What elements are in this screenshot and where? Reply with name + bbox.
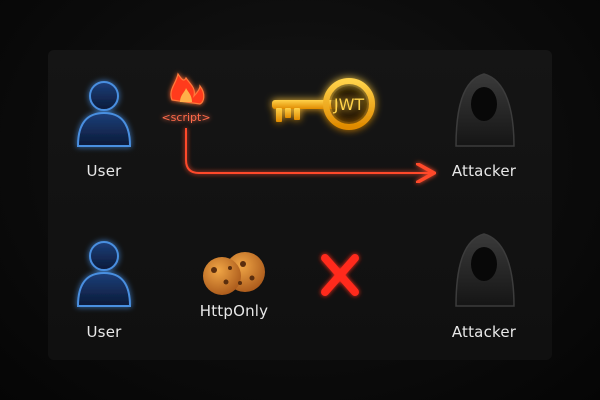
attacker-label-top: Attacker	[451, 162, 517, 180]
hooded-attacker-icon-bottom	[455, 233, 515, 307]
arrow-script-bypass-to-attacker	[185, 128, 432, 173]
fire-icon	[170, 72, 205, 105]
key-icon	[272, 78, 375, 130]
user-icon-top	[76, 81, 132, 147]
jwt-label: JWT	[333, 95, 365, 114]
attacker-label-bottom: Attacker	[451, 323, 517, 341]
script-tag-label: <script>	[161, 111, 210, 124]
user-label-bottom: User	[86, 323, 122, 341]
hooded-attacker-icon-top	[455, 73, 515, 147]
httponly-label: HttpOnly	[199, 302, 269, 320]
user-icon-bottom	[76, 241, 132, 307]
user-label-top: User	[86, 162, 122, 180]
x-mark-icon	[321, 254, 359, 296]
cookie-icon	[203, 252, 265, 295]
